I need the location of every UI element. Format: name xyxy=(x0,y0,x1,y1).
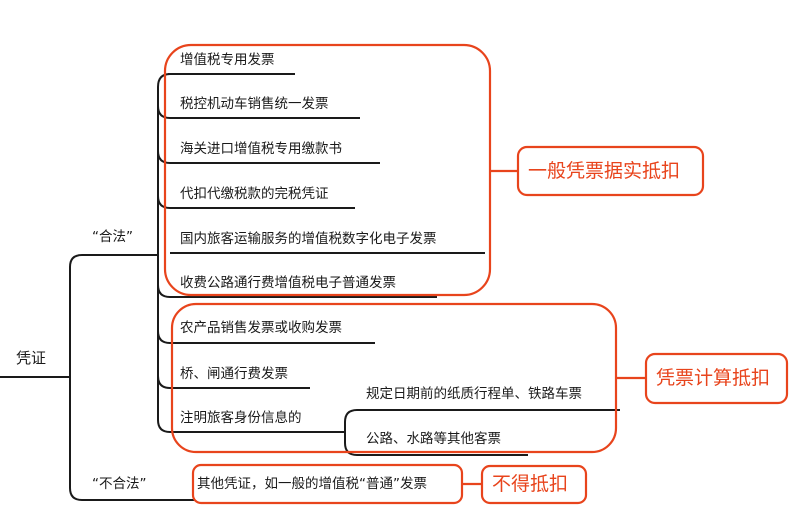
root-node: 凭证 xyxy=(16,349,47,367)
legal-item: 国内旅客运输服务的增值税数字化电子发票 xyxy=(180,231,437,247)
actual-deduction-group-box xyxy=(163,43,492,297)
category-non-deductible: 不得抵扣 xyxy=(492,473,569,495)
legal-item: 桥、闸通行费发票 xyxy=(180,366,288,382)
branch-illegal: “不合法” xyxy=(92,476,147,492)
sub-bracket xyxy=(344,409,528,456)
category-actual-deduction: 一般凭票据实抵扣 xyxy=(528,160,681,182)
legal-item: 税控机动车销售统一发票 xyxy=(180,96,329,112)
passenger-sub-item: 公路、水路等其他客票 xyxy=(366,431,501,447)
passenger-sub-item: 规定日期前的纸质行程单、铁路车票 xyxy=(366,386,582,402)
illegal-item: 其他凭证，如一般的增值税“普通”发票 xyxy=(197,476,427,492)
legal-item: 代扣代缴税款的完税凭证 xyxy=(180,186,329,202)
legal-item: 注明旅客身份信息的 xyxy=(180,410,302,426)
legal-item: 增值税专用发票 xyxy=(180,52,275,68)
legal-item: 收费公路通行费增值税电子普通发票 xyxy=(180,275,396,291)
category-calculated-deduction: 凭票计算抵扣 xyxy=(656,367,771,389)
branch-legal: “合法” xyxy=(92,229,133,245)
legal-item: 农产品销售发票或收购发票 xyxy=(180,320,342,336)
legal-item: 海关进口增值税专用缴款书 xyxy=(180,141,342,157)
children-spine xyxy=(157,87,345,433)
branch-bracket xyxy=(69,254,195,501)
